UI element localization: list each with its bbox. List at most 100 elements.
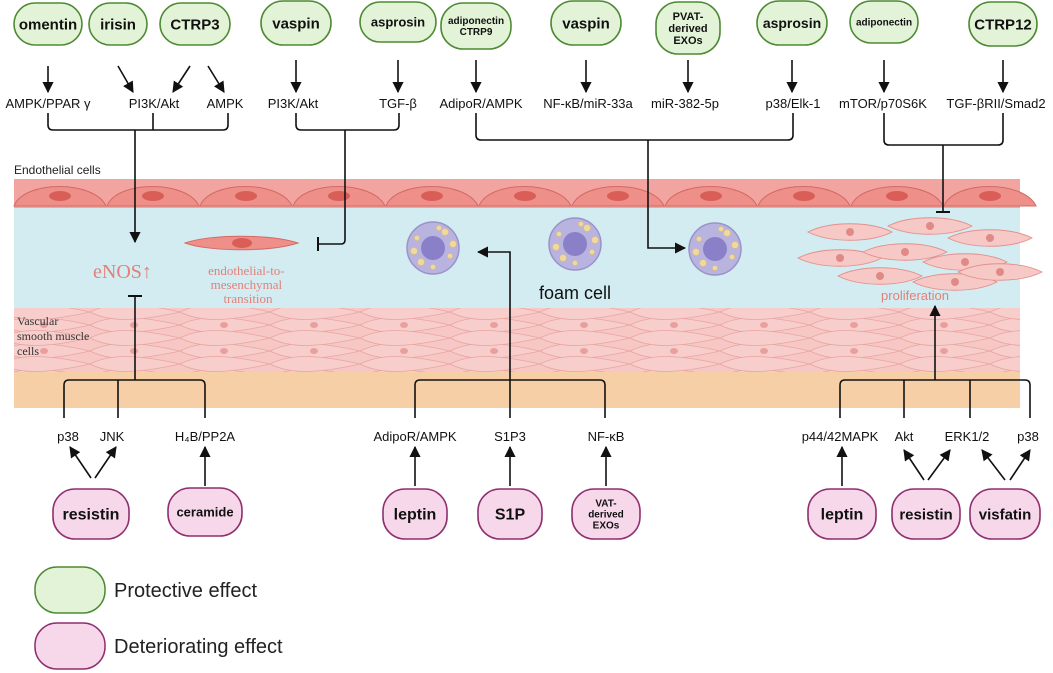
adiponectin-pill: adiponectin xyxy=(849,0,919,44)
activation-arrow xyxy=(207,65,225,93)
endothelial-cell xyxy=(199,186,293,207)
foam-cell xyxy=(406,221,460,275)
asprosin-2-pill: asprosin xyxy=(756,0,828,46)
vaspin-2-pill: vaspin xyxy=(550,0,622,46)
pill-label: resistin xyxy=(899,506,952,523)
foam-cell-nucleus xyxy=(421,236,445,260)
nucleus xyxy=(235,191,257,201)
nucleus xyxy=(514,191,536,201)
pathway-connectors xyxy=(42,60,1031,486)
lipid-droplet xyxy=(572,260,578,266)
asprosin-1-pill: asprosin xyxy=(359,1,437,43)
pill-label: vaspin xyxy=(272,15,320,32)
vessel-wall xyxy=(13,179,1037,408)
proliferating-cell xyxy=(836,267,924,285)
pill-label: resistin xyxy=(63,507,120,524)
legend-deteriorating-label: Deteriorating effect xyxy=(114,636,283,658)
bracket-endmt xyxy=(295,113,400,131)
endothelial-cell xyxy=(571,186,665,207)
top-pathway-label: p38/Elk-1 xyxy=(766,96,821,111)
bottom-pathway-label: H₄B/PP2A xyxy=(175,429,236,444)
nucleus xyxy=(49,191,71,201)
endothelial-cell xyxy=(13,186,107,207)
bracket-foam xyxy=(475,113,794,141)
lipid-droplet xyxy=(723,229,731,237)
lipid-droplet xyxy=(712,265,718,271)
activation-arrow xyxy=(981,449,1006,481)
lipid-droplet xyxy=(699,259,707,267)
legend-protective-swatch xyxy=(34,566,106,614)
proliferating-cell xyxy=(806,223,894,241)
endothelial-cell xyxy=(943,186,1037,207)
foam-cells xyxy=(406,217,742,276)
activation-arrow xyxy=(1009,449,1031,481)
bottom-pathway-label: JNK xyxy=(100,429,125,444)
top-pathway-label: AMPK/PPAR γ xyxy=(5,96,91,111)
ctrp3-pill: CTRP3 xyxy=(159,2,231,46)
bottom-pathway-label: NF-κB xyxy=(588,429,625,444)
nucleus xyxy=(328,191,350,201)
proliferating-cell xyxy=(861,243,949,261)
visfatin-pill: visfatin xyxy=(969,488,1041,540)
lipid-droplet xyxy=(578,221,584,227)
lipid-droplet xyxy=(430,264,436,270)
vaspin-1-pill: vaspin xyxy=(260,0,332,46)
pill-label: leptin xyxy=(394,507,437,524)
endmt-label-line2: mesenchymal xyxy=(211,277,283,292)
pill-label: S1P xyxy=(495,507,526,524)
bottom-pathway-label: p38 xyxy=(1017,429,1039,444)
lipid-droplet xyxy=(731,241,739,249)
legend: Protective effect Deteriorating effect xyxy=(34,566,283,670)
activation-arrow xyxy=(903,449,925,481)
ctrp12-pill: CTRP12 xyxy=(968,1,1038,47)
s1p-pill: S1P xyxy=(477,488,543,540)
lipid-droplet xyxy=(417,258,425,266)
top-pathway-label: AdipoR/AMPK xyxy=(439,96,522,111)
foam-cell xyxy=(688,222,742,276)
vsmc-texture xyxy=(14,308,1020,372)
top-pathway-label: PI3K/Akt xyxy=(129,96,180,111)
lipid-droplet xyxy=(441,228,449,236)
pill-label: asprosin xyxy=(371,15,425,30)
arrow-to-foam-cell xyxy=(647,140,687,254)
leptin-2-pill: leptin xyxy=(807,488,877,540)
pill-label: CTRP12 xyxy=(974,16,1032,33)
nucleus xyxy=(421,191,443,201)
lipid-droplet xyxy=(447,253,453,259)
top-pathway-label: PI3K/Akt xyxy=(268,96,319,111)
foam-cell-nucleus xyxy=(703,237,727,261)
activation-arrow xyxy=(94,446,117,479)
lipid-droplet xyxy=(718,226,724,232)
bottom-pathway-label: Akt xyxy=(895,429,914,444)
proliferating-cell xyxy=(886,217,974,235)
lipid-droplet xyxy=(410,247,418,255)
pill-label: CTRP3 xyxy=(170,16,219,33)
top-pathway-label: AMPK xyxy=(207,96,244,111)
lipid-droplet xyxy=(559,254,567,262)
vsmc-label-line2: smooth muscle xyxy=(17,329,89,343)
lipid-droplet xyxy=(556,231,562,237)
top-pathway-label: miR-382-5p xyxy=(651,96,719,111)
omentin-pill: omentin xyxy=(13,2,83,46)
proliferation-label: proliferation xyxy=(881,288,949,303)
proliferating-cell xyxy=(946,229,1034,247)
foam-cell-label: foam cell xyxy=(539,283,611,303)
inhibit-endmt-line xyxy=(318,130,346,245)
nucleus xyxy=(700,191,722,201)
pill-label: ceramide xyxy=(176,505,233,520)
endothelial-cells xyxy=(13,186,1037,207)
irisin-pill: irisin xyxy=(88,2,148,46)
pill-label: visfatin xyxy=(979,506,1032,523)
endothelial-cell xyxy=(664,186,758,207)
pill-label: asprosin xyxy=(763,15,821,31)
nucleus xyxy=(607,191,629,201)
